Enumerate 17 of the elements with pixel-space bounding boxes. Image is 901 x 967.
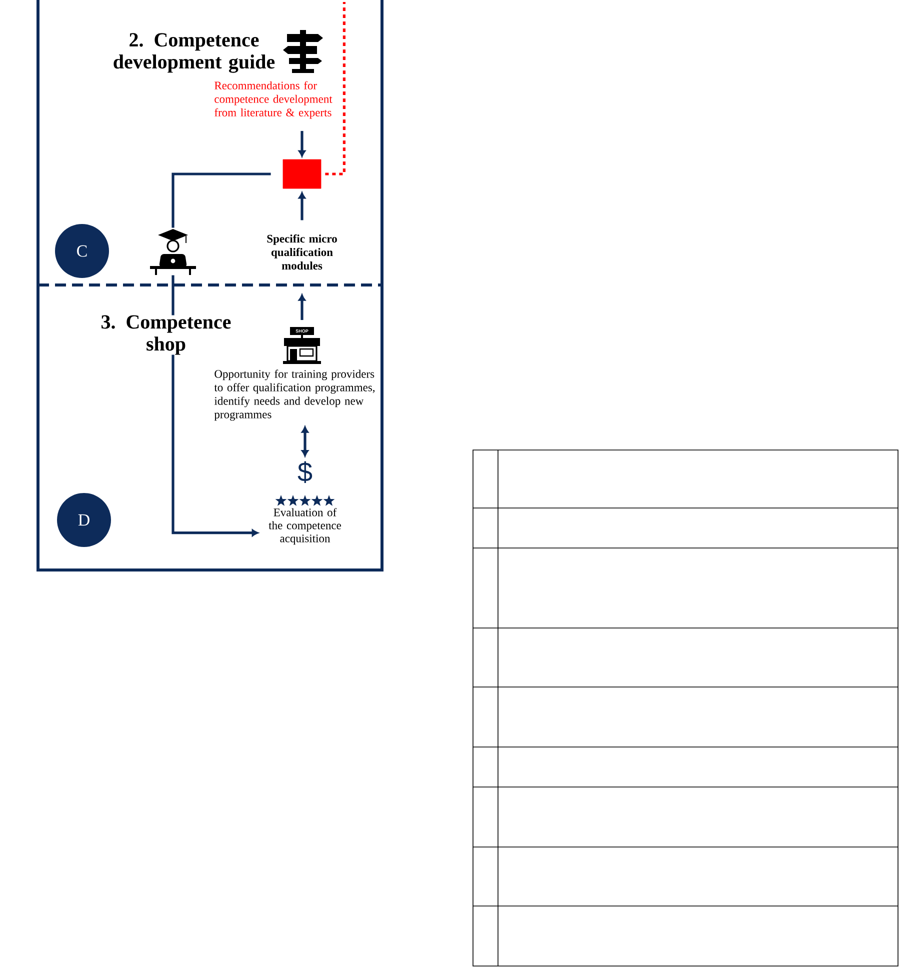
arrow	[298, 130, 306, 157]
arrow	[298, 192, 306, 220]
section-heading: 2. Competence development guide	[114, 33, 275, 73]
dotted-line	[325, 2, 346, 176]
module-text: Specific micro qualification modules	[267, 234, 337, 270]
section-badge: D	[57, 493, 111, 547]
student-icon	[150, 229, 196, 275]
double-arrow	[301, 426, 309, 457]
section-heading: 3. Competence shop	[95, 315, 237, 355]
evaluation-text: $ Evaluation of the competence acquisition	[268, 461, 341, 545]
arrow	[298, 294, 306, 320]
module-box	[282, 159, 322, 189]
connector-line	[172, 172, 271, 228]
opportunity-text: Opportunity for training providers to offer qualification programmes, identify needs and develop new programmes	[214, 370, 375, 421]
section-badge: C	[55, 224, 109, 278]
recommendation-text: Recommendations for competence development from literature & experts	[214, 81, 332, 119]
arrow	[172, 275, 258, 536]
